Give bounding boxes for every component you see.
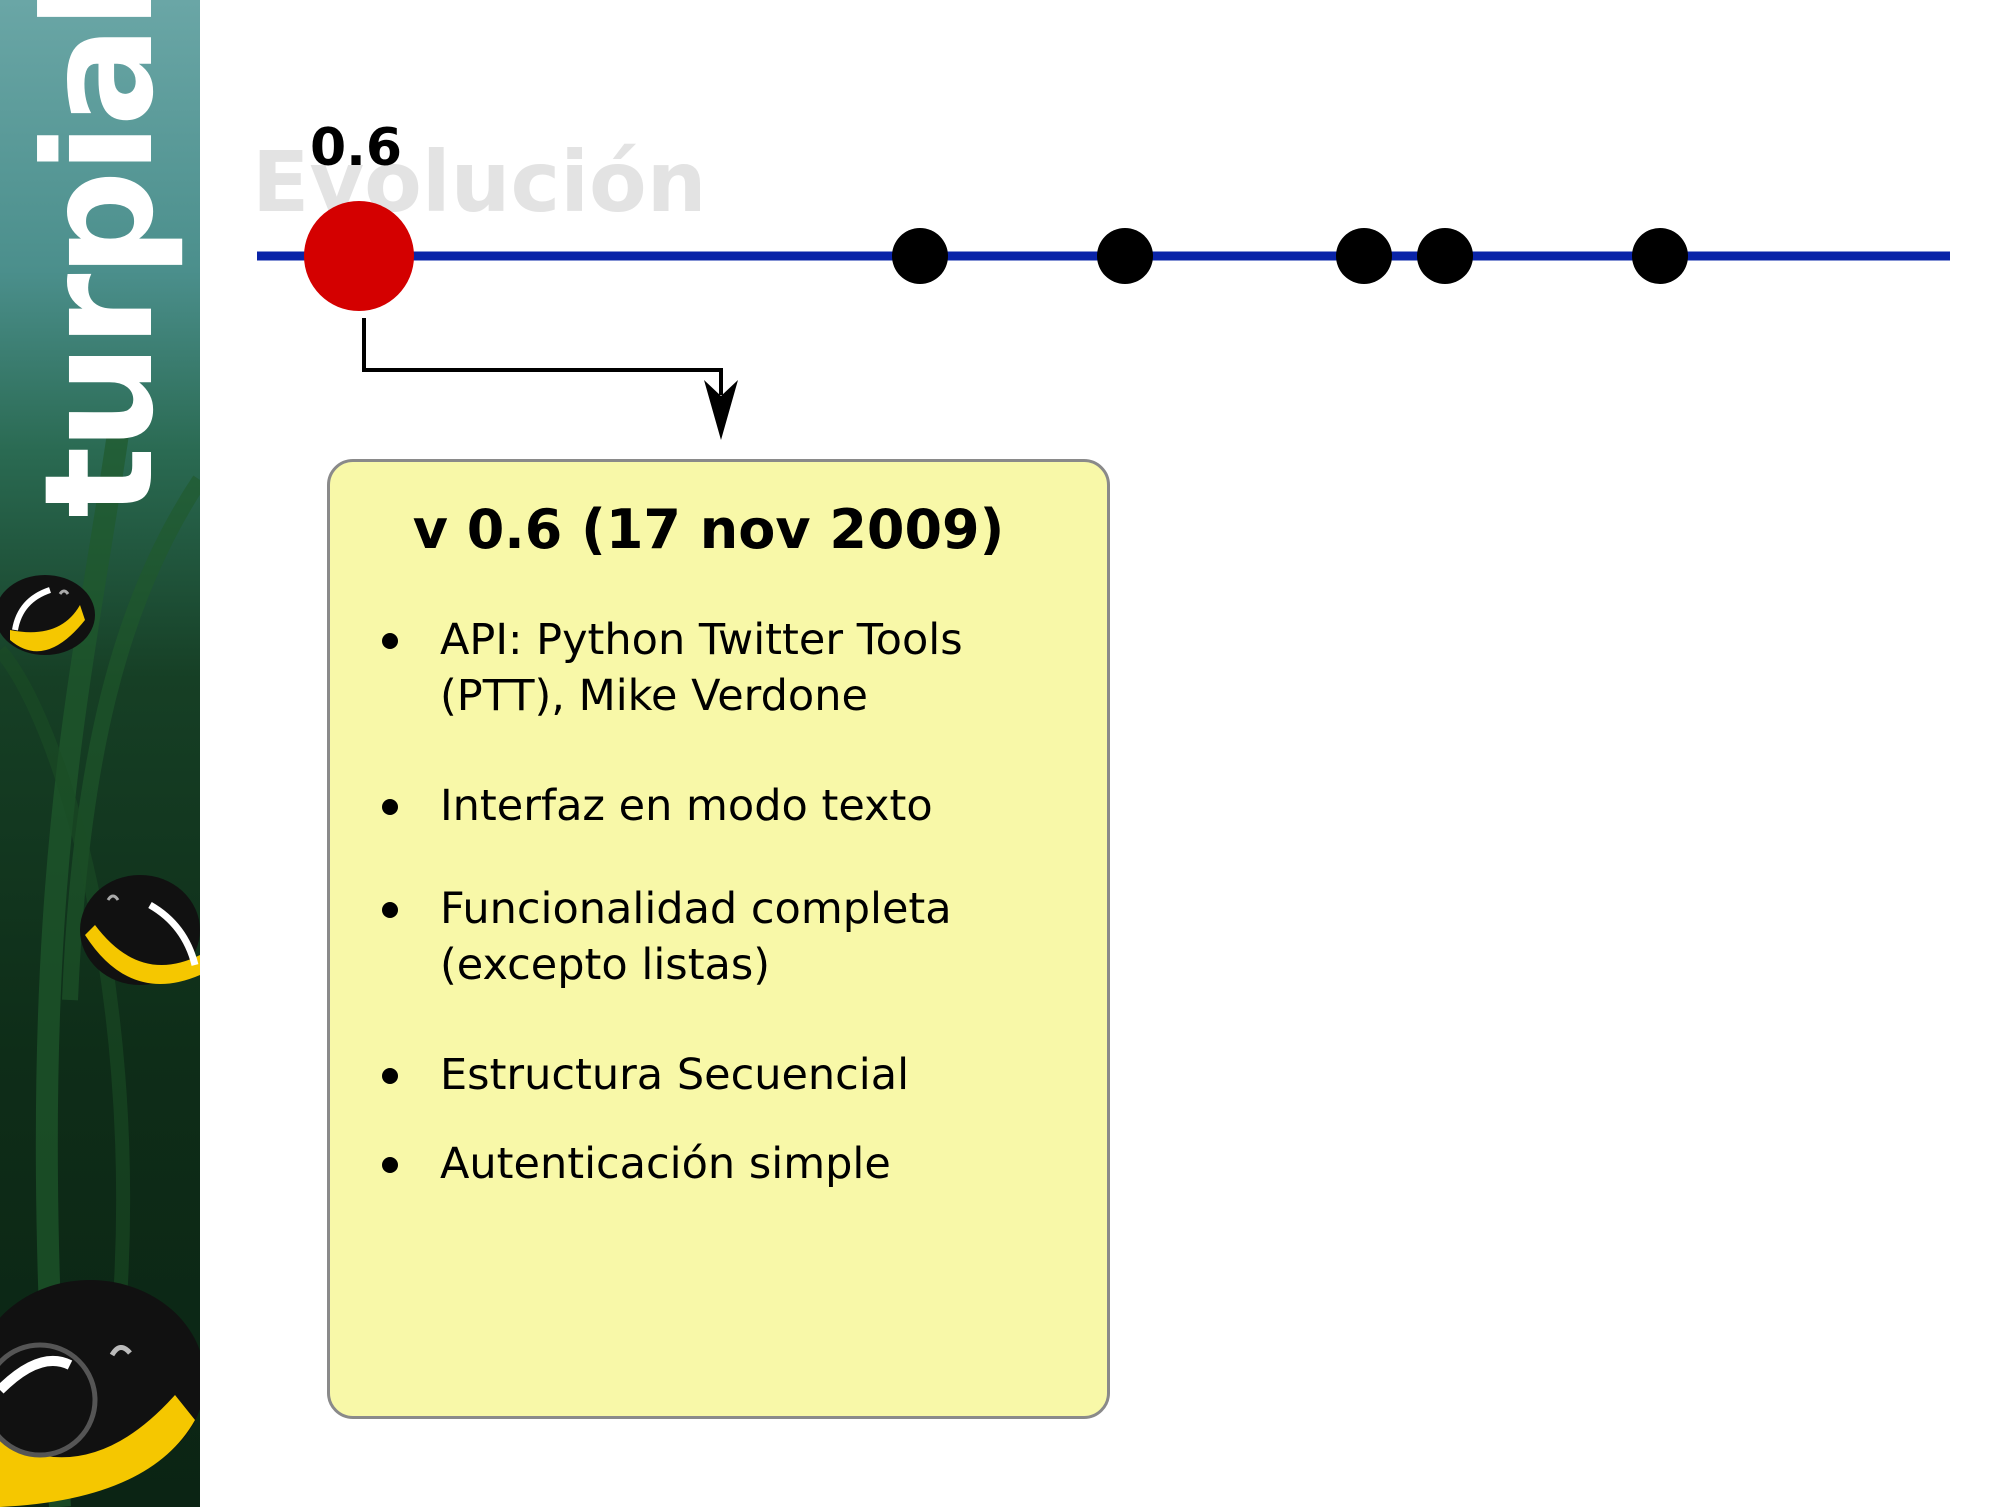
slide-title: Evolución xyxy=(252,133,707,231)
current-version-label: 0.6 xyxy=(310,118,403,178)
version-marker[interactable] xyxy=(1336,228,1392,284)
sidebar-banner: turpial xyxy=(0,0,200,1507)
feature-list: API: Python Twitter Tools (PTT), Mike Ve… xyxy=(380,612,1080,1192)
version-marker[interactable] xyxy=(892,228,948,284)
list-item: API: Python Twitter Tools (PTT), Mike Ve… xyxy=(380,612,1080,724)
bird-illustration xyxy=(0,418,200,1507)
version-marker[interactable] xyxy=(1417,228,1473,284)
list-item: Funcionalidad completa (excepto listas) xyxy=(380,881,1080,993)
list-item: Interfaz en modo texto xyxy=(380,778,1080,834)
list-item: Estructura Secuencial xyxy=(380,1047,1080,1103)
bird-icon xyxy=(0,575,95,655)
release-title: v 0.6 (17 nov 2009) xyxy=(412,498,1005,561)
connector-line xyxy=(362,318,723,395)
list-item: Autenticación simple xyxy=(380,1136,1080,1192)
bird-icon xyxy=(0,1280,200,1507)
bird-icon xyxy=(80,875,200,985)
current-version-marker[interactable] xyxy=(304,201,414,311)
version-marker[interactable] xyxy=(1097,228,1153,284)
version-marker[interactable] xyxy=(1632,228,1688,284)
arrow-down-icon xyxy=(704,380,738,440)
release-card: v 0.6 (17 nov 2009) API: Python Twitter … xyxy=(327,459,1110,1419)
